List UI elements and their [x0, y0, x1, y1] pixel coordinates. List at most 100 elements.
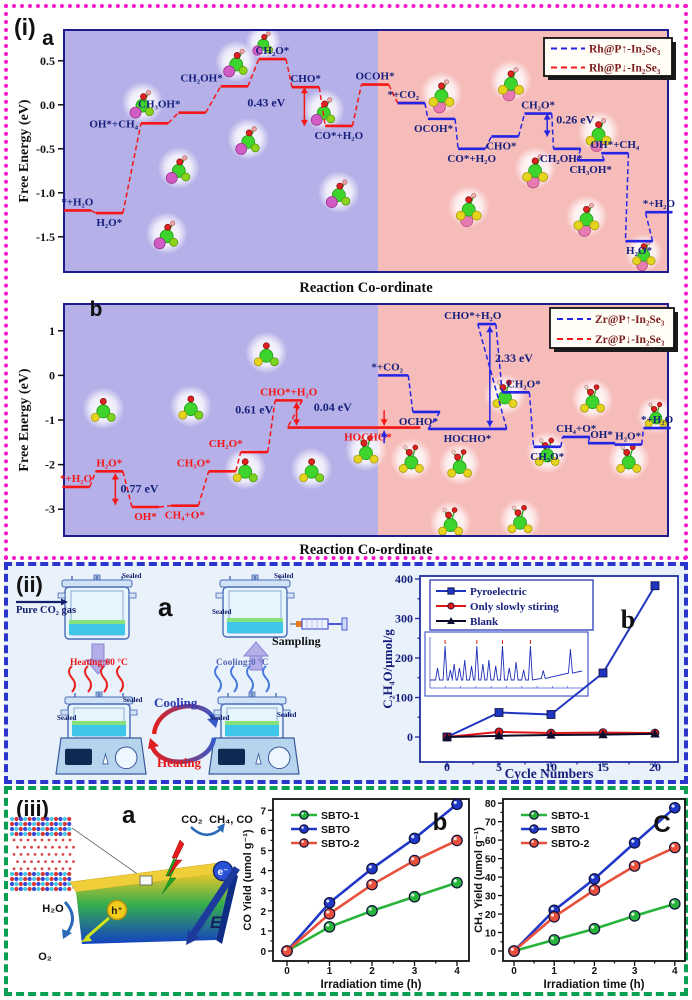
svg-text:-1: -1 — [45, 413, 55, 427]
svg-text:Sealed: Sealed — [122, 572, 142, 580]
molecule-decoration — [390, 438, 433, 481]
svg-text:Zr@P↓-In₂Se₃: Zr@P↓-In₂Se₃ — [595, 334, 665, 346]
svg-text:300: 300 — [395, 612, 413, 626]
svg-text:Irradiation time (h): Irradiation time (h) — [321, 979, 422, 991]
svg-text:SBTO: SBTO — [551, 824, 580, 836]
svg-text:0.43 eV: 0.43 eV — [247, 96, 285, 110]
svg-text:Blank: Blank — [470, 616, 499, 628]
svg-text:0: 0 — [444, 760, 450, 774]
svg-text:Only slowly stiring: Only slowly stiring — [470, 601, 559, 613]
svg-text:Irradiation time (h): Irradiation time (h) — [544, 979, 645, 991]
svg-text:CO Yield (umol g⁻¹): CO Yield (umol g⁻¹) — [242, 829, 254, 930]
svg-text:0.04 eV: 0.04 eV — [314, 400, 352, 414]
molecule-decoration — [169, 385, 212, 428]
svg-text:*+CO₂: *+CO₂ — [388, 89, 420, 101]
svg-text:b: b — [433, 809, 448, 836]
svg-text:Rh@P↑-In₂Se₃: Rh@P↑-In₂Se₃ — [589, 43, 661, 55]
svg-text:CO*+H₂O: CO*+H₂O — [447, 153, 496, 165]
svg-text:10: 10 — [545, 760, 557, 774]
molecule-decoration — [224, 447, 267, 490]
svg-text:*+H₂O: *+H₂O — [643, 198, 676, 210]
molecule-decoration — [438, 443, 481, 486]
svg-text:40: 40 — [485, 873, 497, 884]
svg-text:SBTO: SBTO — [321, 824, 350, 836]
svg-text:30: 30 — [485, 892, 497, 903]
svg-text:0.5: 0.5 — [40, 54, 55, 68]
svg-text:CH₄+O*: CH₄+O* — [165, 510, 206, 522]
svg-text:CH₃OH*: CH₃OH* — [569, 164, 612, 176]
svg-text:b: b — [621, 605, 635, 634]
svg-text:2: 2 — [260, 907, 266, 918]
svg-text:e⁻: e⁻ — [218, 867, 229, 878]
svg-text:H₂O*: H₂O* — [626, 245, 652, 257]
svg-text:E: E — [210, 913, 222, 932]
molecule-decoration — [290, 447, 333, 490]
svg-text:Cooling: Cooling — [154, 695, 198, 710]
svg-text:0.0: 0.0 — [40, 98, 55, 112]
svg-text:CHO*+H₂O: CHO*+H₂O — [444, 310, 502, 322]
svg-text:Heating: Heating — [157, 755, 202, 770]
svg-text:0: 0 — [511, 966, 517, 977]
svg-text:CH₃OH*: CH₃OH* — [138, 99, 181, 111]
molecule-decoration — [565, 195, 608, 238]
svg-text:a: a — [42, 27, 54, 50]
svg-text:200: 200 — [395, 651, 413, 665]
molecule-decoration — [624, 233, 663, 272]
panel-ii-label: (ii) — [16, 572, 43, 597]
svg-text:2: 2 — [369, 966, 375, 977]
svg-text:CH₄+O*: CH₄+O* — [556, 423, 597, 435]
svg-text:CO*+H₂O: CO*+H₂O — [314, 130, 363, 142]
svg-text:OCHO*: OCHO* — [399, 416, 439, 428]
svg-text:*+CO₂: *+CO₂ — [371, 361, 403, 373]
svg-text:SBTO-2: SBTO-2 — [321, 838, 359, 850]
svg-text:60: 60 — [485, 836, 497, 847]
svg-text:*+H₂O: *+H₂O — [60, 473, 93, 485]
svg-text:CH₄, CO: CH₄, CO — [209, 814, 253, 826]
molecule-decoration — [637, 396, 675, 435]
svg-text:Sealed: Sealed — [274, 572, 294, 580]
svg-text:H₂O: H₂O — [42, 903, 64, 915]
svg-text:Reaction Co-ordinate: Reaction Co-ordinate — [299, 542, 433, 558]
svg-text:O₂: O₂ — [38, 951, 52, 963]
svg-text:Sealed: Sealed — [210, 714, 230, 722]
svg-text:0: 0 — [260, 947, 266, 958]
svg-text:Pyroelectric: Pyroelectric — [470, 586, 527, 598]
svg-text:2: 2 — [592, 966, 598, 977]
svg-text:-0.5: -0.5 — [36, 142, 55, 156]
svg-text:CH₂O*: CH₂O* — [255, 45, 289, 57]
svg-text:OH*: OH* — [590, 429, 613, 441]
molecule-decoration — [420, 71, 463, 114]
svg-text:0: 0 — [407, 730, 413, 744]
svg-text:H₂O*: H₂O* — [615, 431, 641, 443]
svg-text:50: 50 — [485, 855, 497, 866]
svg-text:10: 10 — [485, 929, 497, 940]
svg-text:1: 1 — [49, 324, 55, 338]
svg-text:CH₂OH*: CH₂OH* — [540, 153, 583, 165]
svg-text:0.77 eV: 0.77 eV — [121, 481, 159, 495]
svg-text:b: b — [90, 298, 103, 321]
svg-text:C₂H₄O/μmol/g: C₂H₄O/μmol/g — [380, 629, 395, 709]
svg-text:CH₂O*: CH₂O* — [209, 438, 243, 450]
svg-text:0: 0 — [284, 966, 290, 977]
svg-text:Sealed: Sealed — [277, 711, 297, 719]
svg-text:CO₂: CO₂ — [181, 814, 203, 826]
svg-text:3: 3 — [632, 966, 638, 977]
molecule-decoration — [571, 378, 614, 421]
molecule-decoration — [499, 498, 542, 541]
molecule-decoration — [245, 331, 288, 374]
svg-text:-2: -2 — [45, 458, 55, 472]
svg-text:Free Energy (eV): Free Energy (eV) — [17, 99, 32, 202]
svg-text:CHO*: CHO* — [486, 140, 517, 152]
svg-text:1: 1 — [327, 966, 333, 977]
svg-text:3: 3 — [260, 887, 266, 898]
svg-text:Sampling: Sampling — [272, 634, 321, 648]
svg-text:OCOH*: OCOH* — [355, 71, 395, 83]
